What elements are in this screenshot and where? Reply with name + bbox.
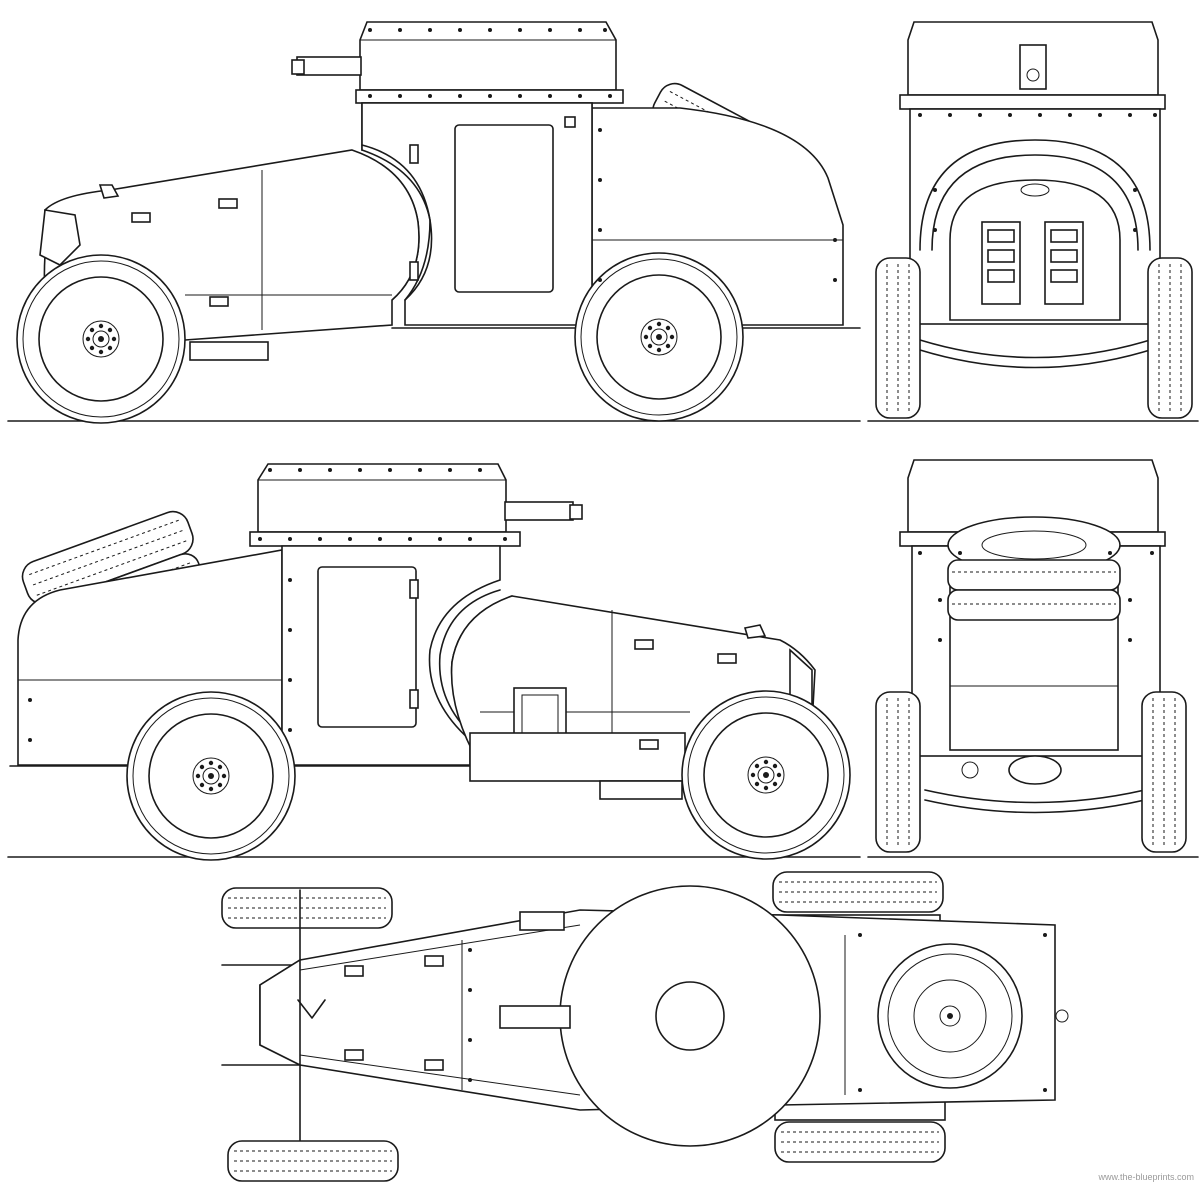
view-rear: [867, 459, 1199, 858]
radiator-front: [39, 209, 81, 266]
front-wheel-right: [681, 690, 851, 860]
rear-right-tire: [1141, 691, 1187, 853]
rear-wheel-right: [126, 691, 296, 861]
turret-hatch: [655, 981, 725, 1051]
differential: [1008, 755, 1062, 785]
front-left-tire: [875, 257, 921, 419]
view-front: [867, 21, 1199, 422]
view-right-side: [7, 463, 861, 861]
rear-left-tire: [875, 691, 921, 853]
top-front-right-tire: [227, 1140, 399, 1182]
front-wheel: [16, 254, 186, 424]
gun-barrel-top: [499, 1005, 571, 1029]
view-left-side: [7, 21, 861, 424]
vision-slit: [1019, 44, 1047, 90]
view-top: [221, 871, 1069, 1182]
machine-gun-barrel: [291, 56, 362, 76]
top-rear-left-tire: [772, 871, 944, 913]
side-door: [454, 124, 554, 293]
watermark-text: www.the-blueprints.com: [1098, 1172, 1194, 1182]
radiator-armor: [949, 179, 1121, 321]
top-rear-right-tire: [774, 1121, 946, 1163]
front-right-tire: [1147, 257, 1193, 419]
side-door-right: [317, 566, 417, 728]
top-front-left-tire: [221, 887, 393, 929]
turret: [355, 21, 624, 104]
